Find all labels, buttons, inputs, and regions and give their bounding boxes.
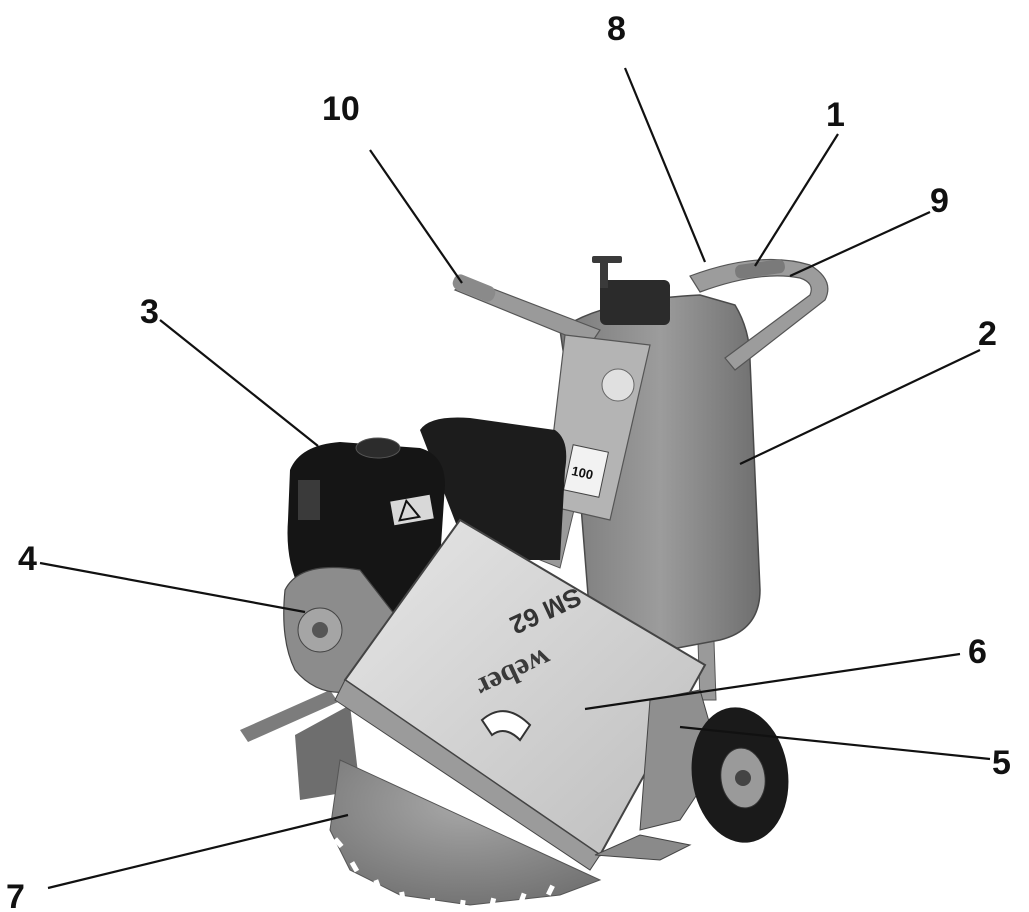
handle-grip-left [452, 274, 496, 302]
leader-8 [623, 67, 707, 263]
depth-lever [240, 690, 338, 742]
depth-gauge [563, 444, 609, 498]
callout-8: 8 [607, 10, 626, 48]
callout-5: 5 [992, 744, 1011, 782]
callout-9: 9 [930, 182, 949, 220]
starter-hub-center [312, 622, 328, 638]
leader-1 [754, 133, 839, 267]
guard-window [480, 710, 532, 742]
callout-1: 1 [826, 96, 845, 134]
push-handle [689, 258, 829, 371]
fuel-cap [355, 437, 401, 459]
handle-grip-right [735, 259, 785, 279]
callout-6: 6 [968, 633, 987, 671]
callout-3: 3 [140, 293, 159, 331]
warning-triangle-icon [398, 498, 422, 522]
callout-7: 7 [6, 878, 25, 912]
machine-illustration: 100 SM 62 weber [240, 256, 829, 911]
blade-teeth [333, 837, 555, 911]
front-skid [594, 834, 692, 861]
leader-2 [739, 349, 981, 465]
blade-guard-side [334, 679, 601, 871]
tank-cap [600, 280, 670, 325]
leader-3 [159, 319, 319, 447]
leader-lines [39, 67, 991, 890]
wheel-axle [735, 770, 751, 786]
leader-7 [47, 813, 349, 890]
callout-10: 10 [322, 90, 360, 128]
valve-handle [600, 258, 608, 288]
callout-4: 4 [18, 540, 37, 578]
leader-10 [369, 149, 463, 284]
panel-knob [601, 368, 635, 402]
valve-handle-top [592, 256, 622, 263]
engine-vents [298, 480, 320, 520]
leader-5 [679, 725, 991, 761]
callout-numbers: 1 2 3 4 5 6 7 8 9 10 [6, 10, 1011, 912]
leader-9 [789, 210, 931, 278]
callout-2: 2 [978, 315, 997, 353]
leader-4 [39, 561, 306, 614]
depth-gauge-label: 100 [570, 463, 594, 482]
leader-6 [584, 652, 961, 711]
